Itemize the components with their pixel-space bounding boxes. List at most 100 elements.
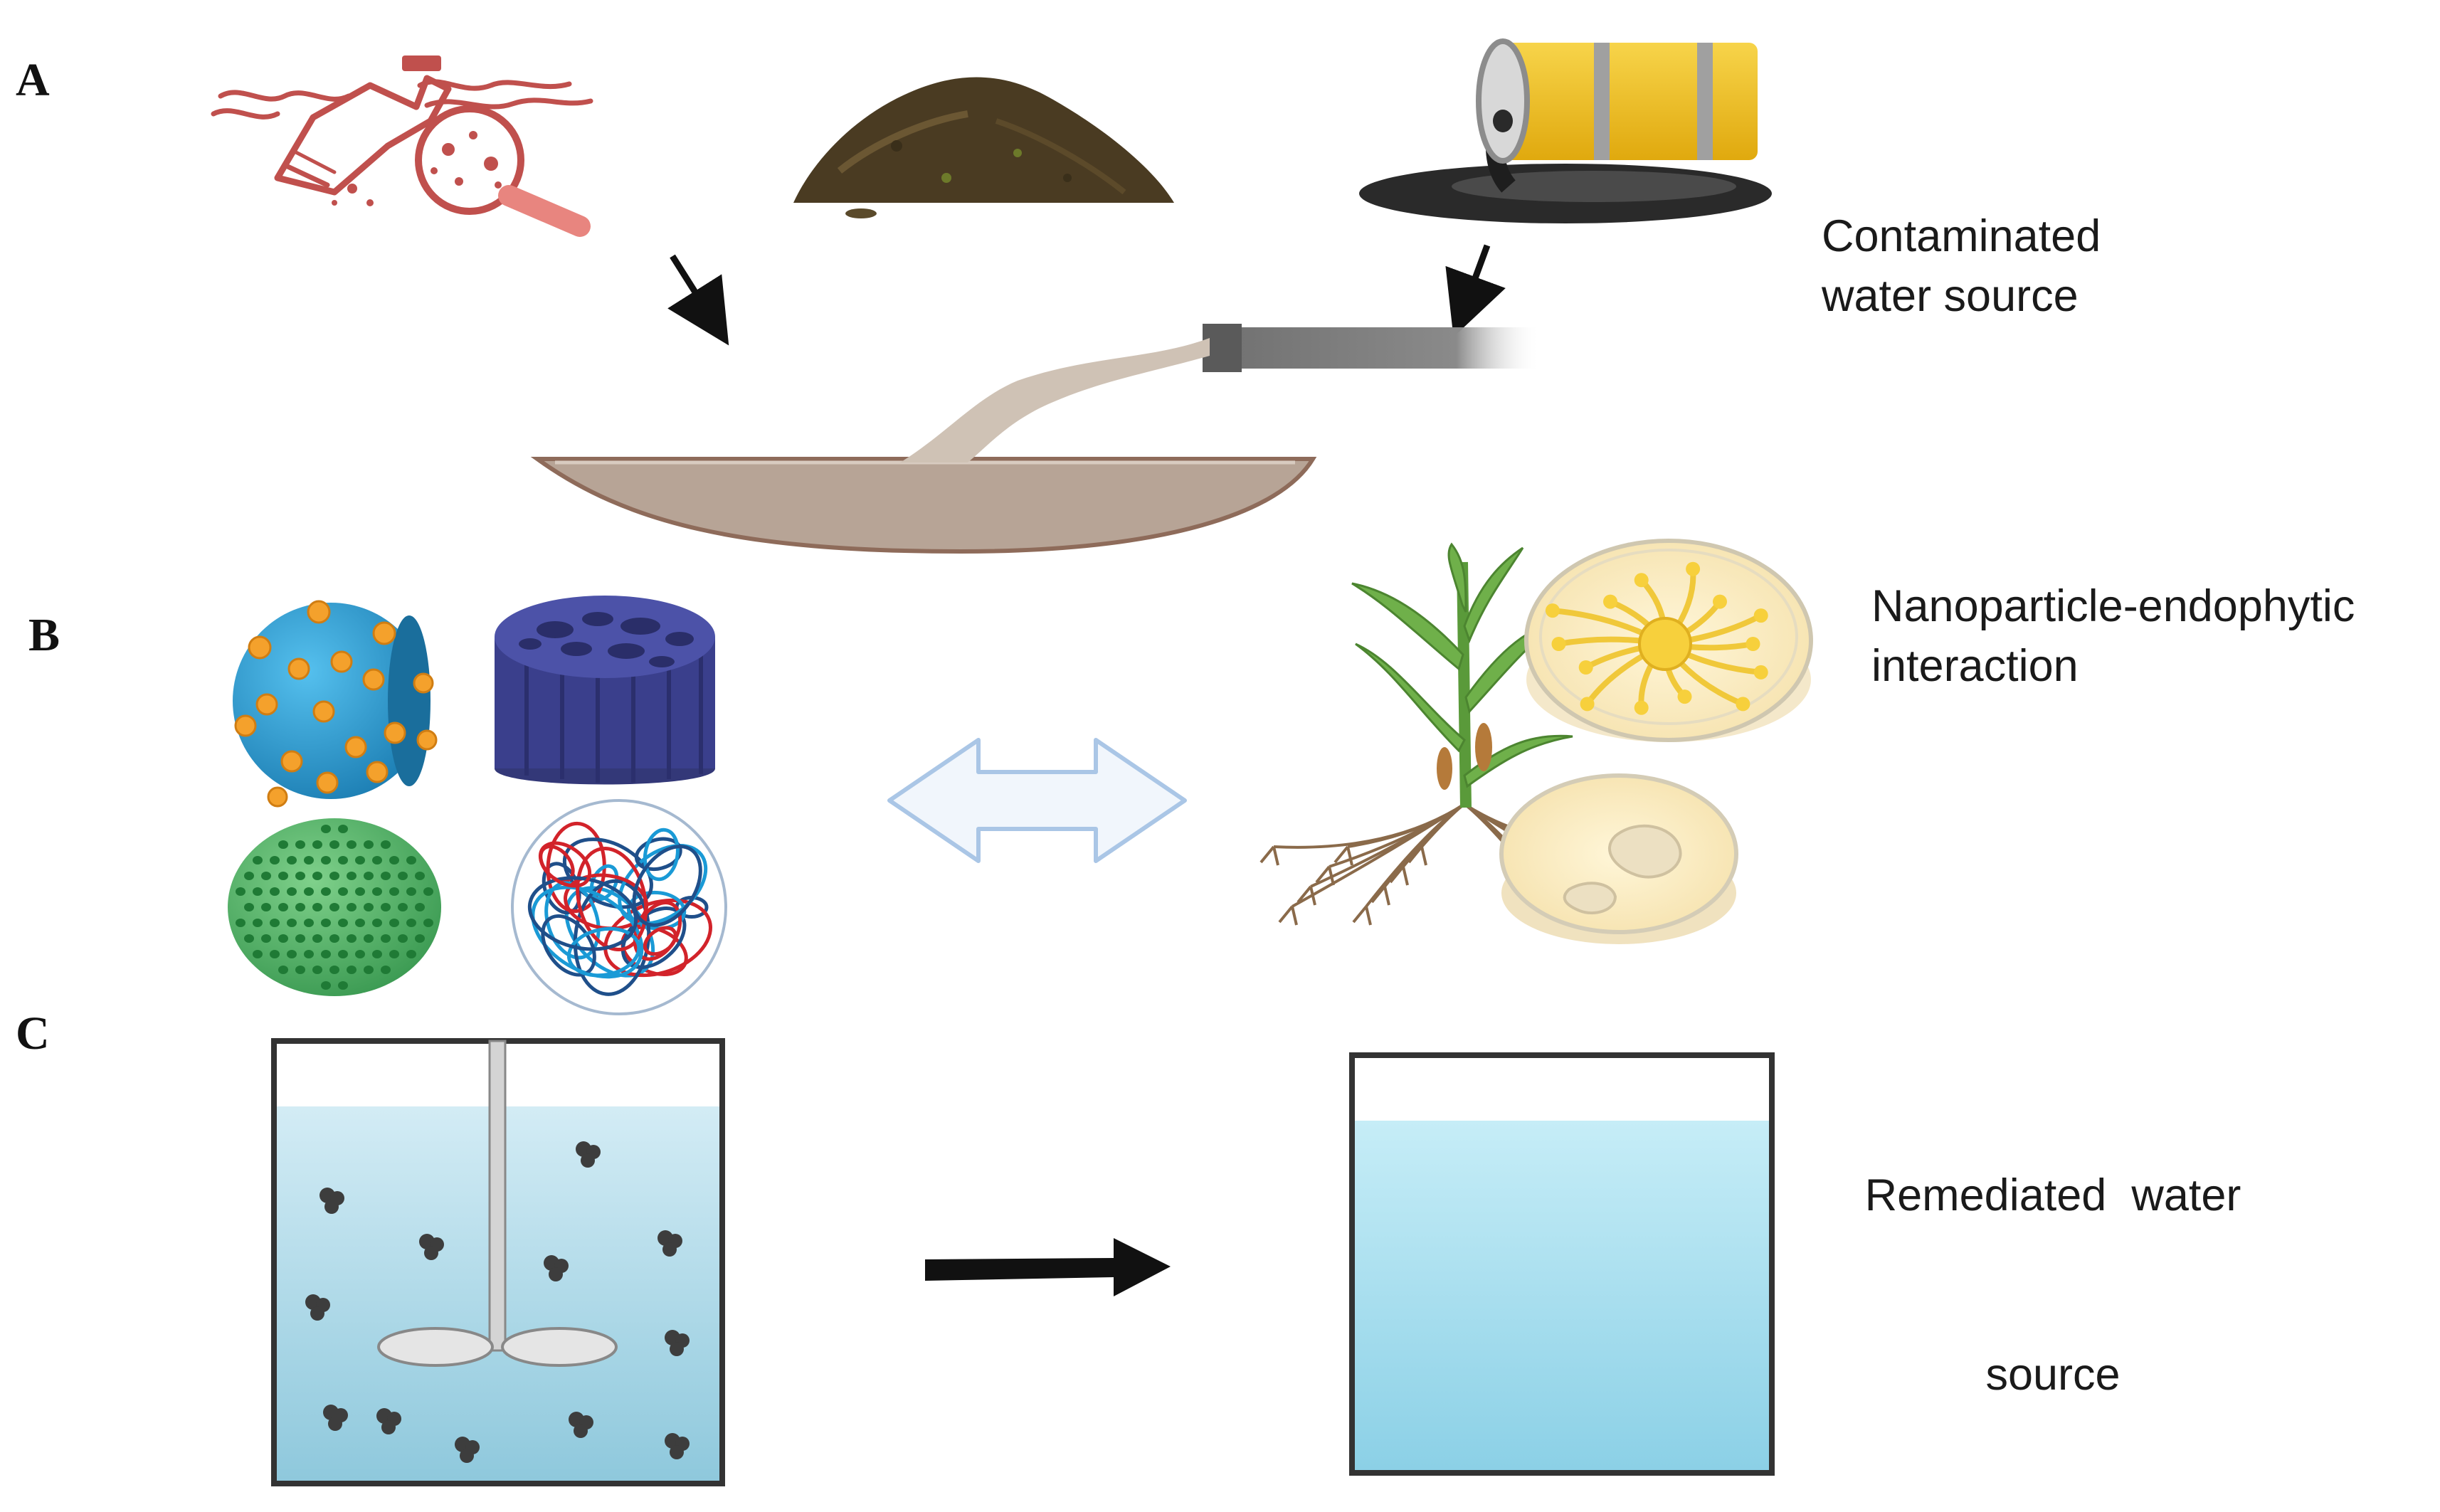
sphere-dot <box>278 934 288 943</box>
interaction-double-arrow <box>887 738 1187 863</box>
root-hair <box>1370 885 1390 906</box>
sphere-dot <box>389 856 399 865</box>
sphere-dot <box>406 919 416 927</box>
sphere-dot <box>364 966 374 974</box>
sphere-dot <box>304 919 314 927</box>
sphere-dot <box>236 919 245 927</box>
sphere-dot <box>347 872 357 880</box>
fiber-loop <box>576 846 648 952</box>
fungal-tip <box>1551 637 1566 651</box>
nanoparticle-cluster <box>581 1153 595 1168</box>
fungal-tip <box>1634 700 1649 715</box>
caption-line: Remediated water <box>1864 1170 2241 1220</box>
root-hair <box>1352 905 1372 926</box>
sphere-dot <box>415 903 425 911</box>
panel-label-a: A <box>16 54 50 106</box>
sphere-dot <box>338 919 348 927</box>
remediation-arrow <box>925 1238 1171 1296</box>
sphere-dot <box>253 919 263 927</box>
sphere-dot <box>295 840 305 849</box>
nanoparticle-cluster <box>424 1246 438 1260</box>
root-hair <box>1278 905 1298 926</box>
fiber-loop <box>531 885 644 979</box>
fiber-loop <box>634 837 682 872</box>
sphere-dot <box>295 966 305 974</box>
fungal-tip <box>1686 561 1701 576</box>
caption-nanoparticle-interaction: Nanoparticle-endophytic interaction <box>1871 576 2355 696</box>
fungal-tip <box>1677 689 1692 704</box>
clean-water-tank-icon <box>1349 1052 1775 1476</box>
stirred-tank-icon <box>271 1038 725 1486</box>
arrow-plastic-to-river <box>667 254 729 346</box>
sphere-dot <box>321 856 331 865</box>
sphere-dot <box>423 919 433 927</box>
root-hair <box>1259 845 1279 866</box>
sphere-dot <box>244 903 254 911</box>
root-hair <box>1389 865 1409 886</box>
sphere-dot <box>389 887 399 896</box>
nanoparticle-cluster <box>549 1267 563 1281</box>
sphere-dot <box>321 981 331 990</box>
fungal-tip <box>1545 603 1560 618</box>
fungal-tip <box>1753 665 1768 680</box>
sphere-dot <box>295 934 305 943</box>
sphere-dot <box>278 903 288 911</box>
sphere-dot <box>287 919 297 927</box>
sphere-dot <box>389 950 399 958</box>
oil-barrel-icon <box>1359 38 1772 223</box>
sphere-dot <box>236 887 245 896</box>
sphere-dot <box>329 903 339 911</box>
sphere-dot <box>304 856 314 865</box>
sphere-dot <box>295 872 305 880</box>
sphere-dot <box>329 872 339 880</box>
sphere-dot <box>329 934 339 943</box>
fungal-tip <box>1578 660 1593 675</box>
nanoparticle-green-sphere-icon <box>228 818 441 996</box>
sphere-dot <box>364 934 374 943</box>
fiber-loop <box>643 828 680 882</box>
sphere-dot <box>372 919 382 927</box>
sphere-dot <box>312 966 322 974</box>
sphere-dot <box>261 934 271 943</box>
sphere-dot <box>321 825 331 833</box>
sphere-dot <box>355 919 365 927</box>
sphere-dot <box>355 887 365 896</box>
root-hair <box>1333 845 1353 866</box>
caption-line: water source <box>1822 271 2079 321</box>
fiber-loop <box>538 841 592 888</box>
sphere-dot <box>415 872 425 880</box>
fiber-loop <box>562 837 653 909</box>
fiber-loop <box>626 890 687 931</box>
sphere-dot <box>364 840 374 849</box>
nanoparticle-cluster <box>328 1417 342 1431</box>
nanoparticle-cluster <box>670 1342 684 1356</box>
sphere-dot <box>270 950 280 958</box>
sphere-dot <box>312 903 322 911</box>
sphere-dot <box>364 903 374 911</box>
sphere-dot <box>244 872 254 880</box>
sphere-dot <box>406 856 416 865</box>
sphere-dot <box>347 903 357 911</box>
fiber-loop <box>643 926 677 956</box>
sphere-dot <box>329 966 339 974</box>
arrow-oil-to-pipe <box>1445 244 1506 337</box>
caption-line: source <box>1985 1350 2121 1400</box>
sphere-dot <box>270 919 280 927</box>
fungal-tip <box>1746 637 1760 651</box>
sphere-dot <box>381 934 391 943</box>
sphere-dot <box>338 950 348 958</box>
sphere-dot <box>261 872 271 880</box>
sphere-dot <box>312 934 322 943</box>
sphere-dot <box>329 840 339 849</box>
sphere-dot <box>381 903 391 911</box>
nanoparticle-cluster <box>574 1424 588 1438</box>
caption-line: Nanoparticle-endophytic <box>1871 581 2355 631</box>
sphere-dot <box>278 872 288 880</box>
fiber-loop <box>566 926 641 978</box>
sphere-dot <box>244 934 254 943</box>
sphere-dot <box>321 919 331 927</box>
sphere-dot <box>278 840 288 849</box>
sphere-dot <box>372 950 382 958</box>
sphere-dot <box>304 950 314 958</box>
sphere-dot <box>406 887 416 896</box>
